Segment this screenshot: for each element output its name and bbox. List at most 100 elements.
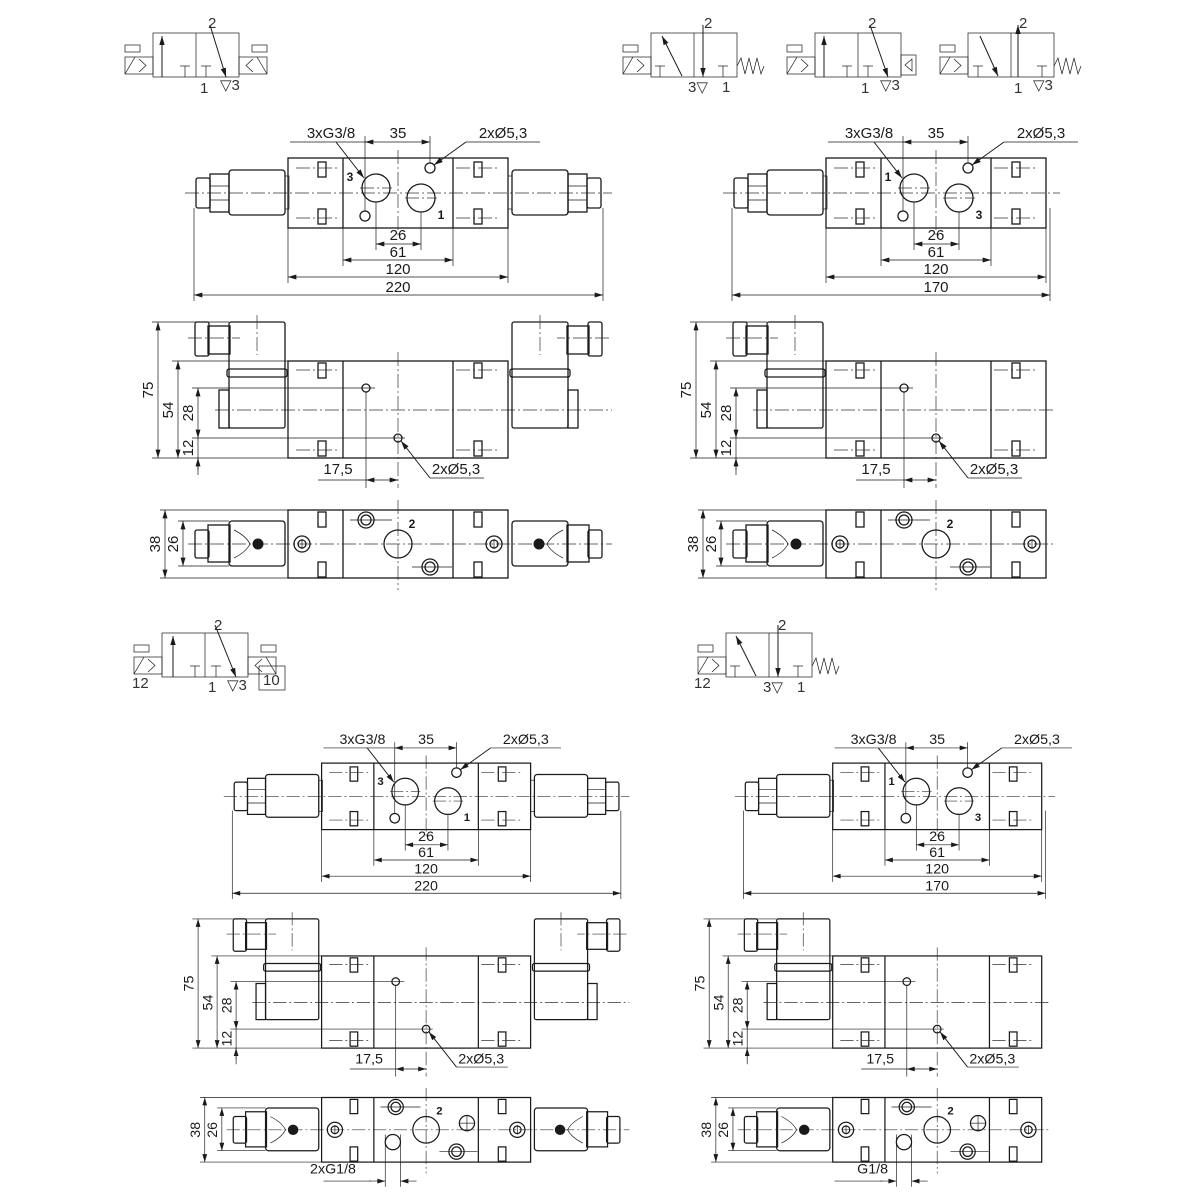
port-label: 1 bbox=[888, 776, 895, 788]
coil-band bbox=[774, 962, 833, 972]
end-cap-slot bbox=[1008, 810, 1018, 827]
thread-callout: 3xG3/8 bbox=[851, 732, 897, 748]
end-cap-slot bbox=[860, 810, 870, 827]
end-cap-slot bbox=[497, 1098, 507, 1115]
manual-override bbox=[786, 44, 803, 53]
cable-gland-nut bbox=[207, 524, 231, 563]
dim-75-label: 75 bbox=[140, 382, 157, 399]
port-10-frame bbox=[258, 665, 286, 691]
connector-notch bbox=[781, 1116, 797, 1144]
end-cap-slot bbox=[860, 1098, 870, 1115]
pilot-port bbox=[895, 1133, 913, 1151]
coil-plate bbox=[822, 175, 828, 210]
cable-gland-cap bbox=[194, 321, 210, 357]
manual-override bbox=[939, 44, 956, 53]
port-number: 2 bbox=[214, 617, 222, 634]
end-cap-slot bbox=[860, 1031, 870, 1047]
dim-overall-label: 220 bbox=[385, 279, 410, 296]
cable-gland-cap bbox=[743, 1115, 759, 1144]
dim-120-label: 120 bbox=[925, 861, 949, 877]
dim-61-label: 61 bbox=[928, 244, 945, 261]
cable-gland-cap bbox=[605, 1115, 621, 1144]
end-cap-slot bbox=[1011, 561, 1021, 578]
port-label: 2 bbox=[409, 517, 416, 531]
hole-leader bbox=[433, 141, 467, 166]
fixing-screw bbox=[509, 1121, 526, 1139]
end-cap-slot bbox=[855, 440, 865, 457]
hole-leader bbox=[428, 1031, 457, 1068]
dim-17-5-label: 17,5 bbox=[323, 461, 352, 478]
valve-body bbox=[287, 509, 509, 579]
dim-12-label: 12 bbox=[730, 1031, 746, 1047]
end-cap-slot bbox=[1011, 161, 1021, 178]
port-label: 2 bbox=[436, 1106, 442, 1118]
coil bbox=[511, 520, 569, 567]
cable-gland-cap bbox=[586, 177, 602, 209]
connector-notch bbox=[270, 1116, 286, 1144]
cable-gland-cap bbox=[732, 529, 748, 559]
dim-28-label: 28 bbox=[219, 997, 235, 1013]
port-number: 2 bbox=[704, 15, 712, 32]
port-label: 2 bbox=[947, 1106, 953, 1118]
solenoid-actuator bbox=[238, 56, 268, 75]
end-cap-slot bbox=[317, 511, 327, 528]
valve-body bbox=[832, 1096, 1043, 1163]
dim-38-label: 38 bbox=[147, 536, 164, 553]
port-number: 10 bbox=[263, 672, 280, 689]
outlet-port bbox=[923, 1115, 952, 1144]
end-cap-slot bbox=[349, 957, 359, 973]
valve-body bbox=[825, 157, 1047, 229]
dim-26-label: 26 bbox=[929, 829, 945, 845]
thread-leader bbox=[366, 747, 395, 783]
end-cap-slot bbox=[317, 161, 327, 178]
hole-callout: 2xØ5,3 bbox=[432, 461, 480, 478]
manual-override bbox=[622, 44, 639, 53]
mounting-hole bbox=[897, 210, 909, 222]
end-cap-slot bbox=[1008, 1098, 1018, 1115]
dim-28-label: 28 bbox=[730, 997, 746, 1013]
solenoid-coil-glyph bbox=[786, 56, 809, 75]
port-number: 1 bbox=[861, 80, 869, 97]
coil-plate bbox=[318, 779, 323, 812]
dim-35-label: 35 bbox=[929, 732, 945, 748]
coil-nut bbox=[255, 982, 267, 1021]
port-number: 1 bbox=[722, 79, 730, 96]
dim-17-5-label: 17,5 bbox=[355, 1051, 383, 1067]
solenoid-coil-glyph bbox=[622, 56, 645, 75]
dim-17-5-label: 17,5 bbox=[861, 461, 890, 478]
end-cap-slot bbox=[855, 208, 865, 225]
cable-gland-nut bbox=[756, 1111, 779, 1148]
solenoid-coil-glyph bbox=[133, 656, 156, 675]
port-number: 3▽ bbox=[688, 79, 708, 96]
dim-26-label: 26 bbox=[716, 1122, 732, 1138]
dim-17-5-label: 17,5 bbox=[866, 1051, 894, 1067]
dim-35-label: 35 bbox=[418, 732, 434, 748]
end-cap-slot bbox=[317, 362, 327, 379]
pilot-triangle-icon bbox=[904, 58, 913, 72]
valve-body bbox=[832, 955, 1043, 1049]
connector-notch bbox=[771, 529, 789, 559]
port-number: 2 bbox=[778, 617, 786, 634]
fixing-screw bbox=[831, 535, 849, 553]
valve-symbol: 21▽3 bbox=[124, 15, 268, 97]
coil-nut bbox=[756, 389, 768, 429]
dim-28-label: 28 bbox=[180, 405, 197, 422]
cable-gland-nut bbox=[207, 325, 231, 355]
solenoid-actuator bbox=[247, 656, 277, 675]
cable-gland-cap bbox=[587, 321, 603, 357]
fixing-screw bbox=[326, 1121, 344, 1139]
pilot-port-callout: G1/8 bbox=[857, 1162, 888, 1178]
dim-35-label: 35 bbox=[390, 125, 407, 142]
dim-120-label: 120 bbox=[414, 861, 438, 877]
coil bbox=[776, 1107, 831, 1152]
fixing-screw bbox=[837, 1121, 855, 1139]
coil-contact bbox=[554, 1124, 566, 1136]
spring-return-icon bbox=[1053, 56, 1082, 76]
end-cap-slot bbox=[855, 362, 865, 379]
